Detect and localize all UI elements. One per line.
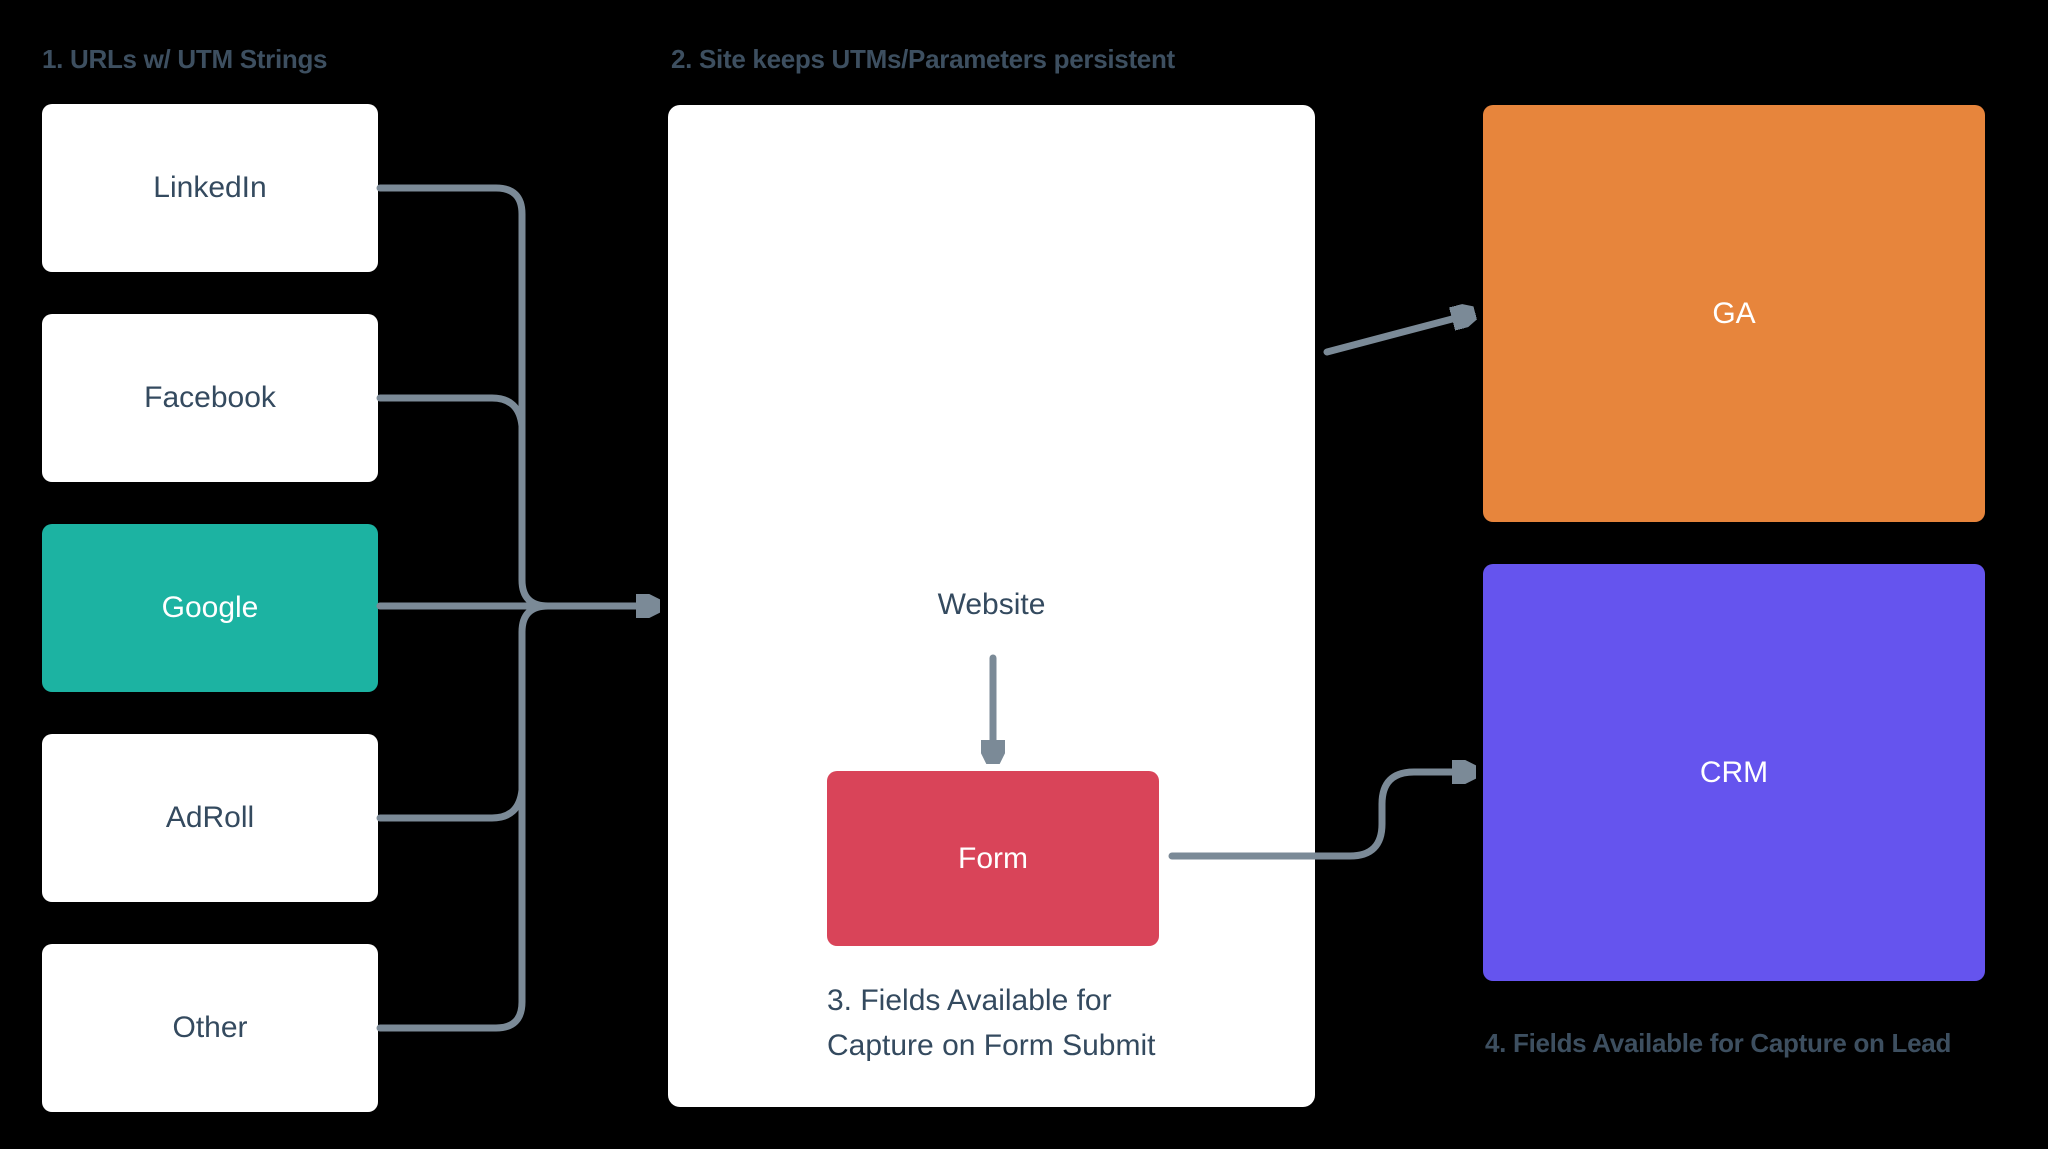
form-label: Form [958, 841, 1028, 875]
source-label-linkedin: LinkedIn [153, 171, 267, 204]
connector-linkedin-to-trunk [376, 184, 566, 610]
crm-box: CRM [1483, 564, 1985, 981]
ga-label: GA [1712, 296, 1756, 330]
sources-heading: 1. URLs w/ UTM Strings [42, 44, 328, 74]
source-label-other: Other [172, 1011, 248, 1044]
lead-capture-caption: 4. Fields Available for Capture on Lead [1485, 1028, 1952, 1058]
source-box-linkedin: LinkedIn [42, 104, 378, 272]
source-label-adroll: AdRoll [165, 801, 255, 834]
form-submit-caption-line1: 3. Fields Available for [827, 984, 1112, 1017]
connector-facebook-to-trunk [376, 394, 526, 430]
form-submit-caption-line2: Capture on Form Submit [827, 1029, 1156, 1062]
website-label: Website [937, 588, 1046, 621]
form-box: Form [827, 771, 1159, 946]
source-box-other: Other [42, 944, 378, 1112]
source-box-google: Google [42, 524, 378, 692]
connector-other-to-trunk [376, 602, 566, 1032]
ga-box: GA [1483, 105, 1985, 522]
source-label-facebook: Facebook [144, 381, 276, 414]
crm-label: CRM [1699, 755, 1769, 789]
connector-adroll-to-trunk [376, 786, 526, 822]
source-box-adroll: AdRoll [42, 734, 378, 902]
source-box-facebook: Facebook [42, 314, 378, 482]
connector-panel-to-ga-arrow [1323, 318, 1456, 356]
site-heading: 2. Site keeps UTMs/Parameters persistent [671, 44, 1175, 74]
source-label-google: Google [161, 591, 259, 624]
